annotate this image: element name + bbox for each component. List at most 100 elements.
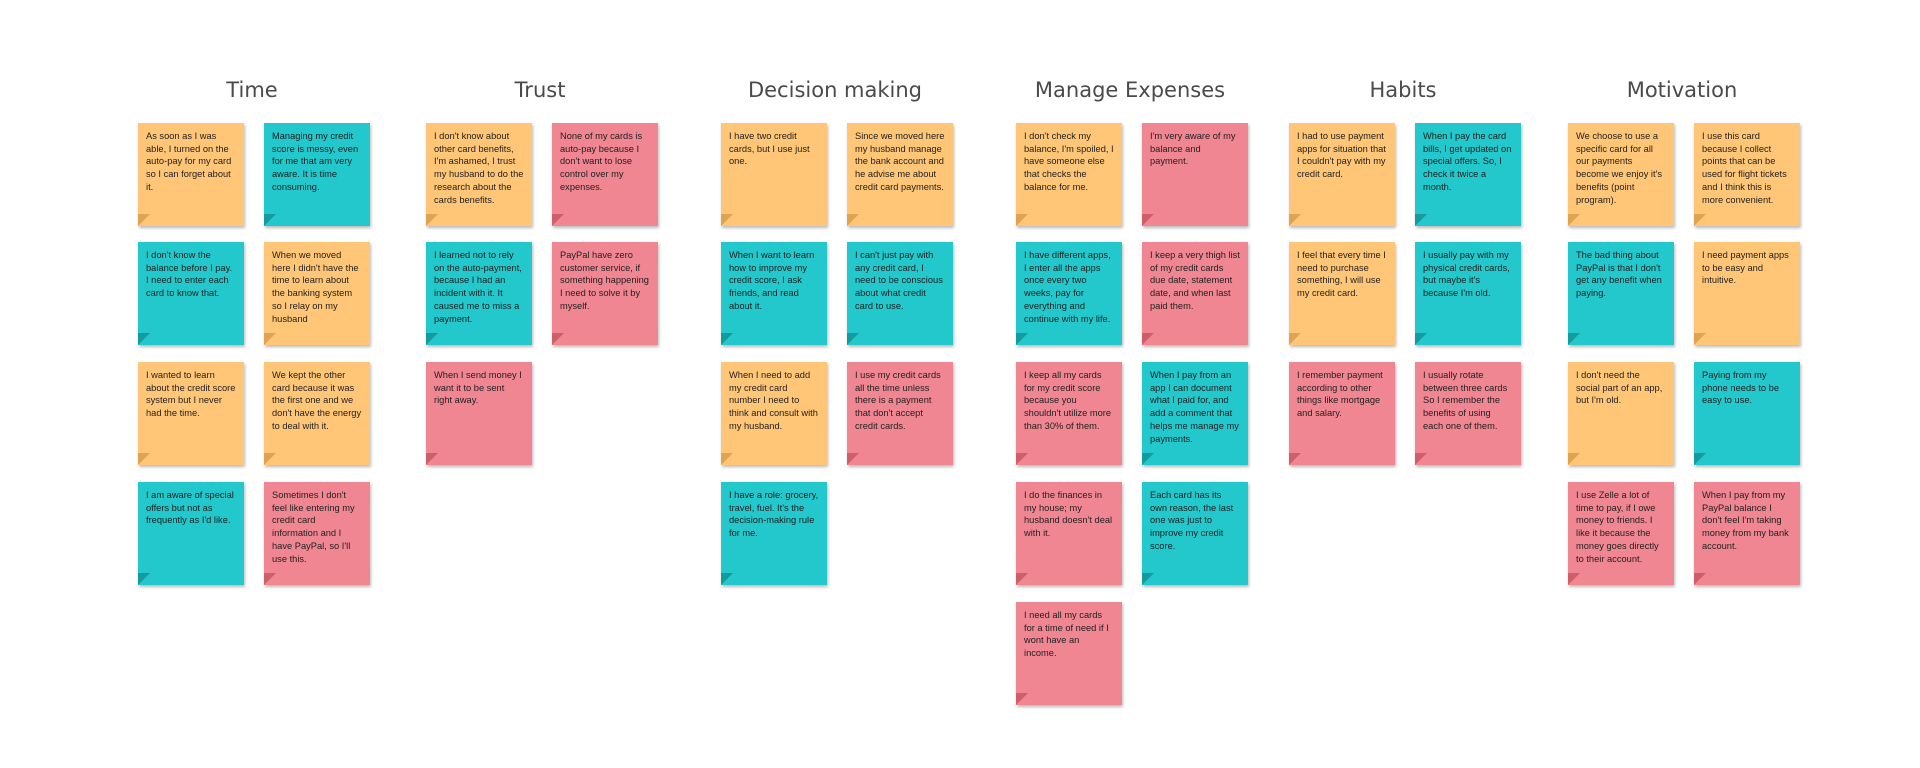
sticky-note[interactable]: I do the finances in my house; my husban… [1016,482,1122,585]
sticky-note-text: As soon as I was able, I turned on the a… [146,131,232,192]
sticky-note[interactable]: We kept the other card because it was th… [264,362,370,465]
sticky-note[interactable]: I usually pay with my physical credit ca… [1415,242,1521,345]
sticky-note-text: We kept the other card because it was th… [272,370,362,431]
page-curl-icon [552,214,564,226]
sticky-note-text: Each card has its own reason, the last o… [1150,490,1234,551]
page-curl-icon [138,214,150,226]
page-curl-icon [1568,333,1580,345]
page-curl-icon [426,333,438,345]
page-curl-icon [426,453,438,465]
page-curl-icon [1016,333,1028,345]
page-curl-icon [1694,333,1706,345]
sticky-note-text: I can't just pay with any credit card, I… [855,250,943,311]
sticky-note-text: Sometimes I don't feel like entering my … [272,490,355,564]
sticky-note[interactable]: I need payment apps to be easy and intui… [1694,242,1800,345]
page-curl-icon [264,214,276,226]
sticky-note[interactable]: When I pay the card bills, I get updated… [1415,123,1521,226]
sticky-note[interactable]: I wanted to learn about the credit score… [138,362,244,465]
sticky-note[interactable]: I have two credit cards, but I use just … [721,123,827,226]
sticky-note-text: I remember payment according to other th… [1297,370,1383,419]
sticky-note[interactable]: I don't check my balance, I'm spoiled, I… [1016,123,1122,226]
sticky-note-text: Paying from my phone needs to be easy to… [1702,370,1780,406]
cluster-title: Habits [1369,78,1437,102]
page-curl-icon [1289,333,1301,345]
sticky-note[interactable]: Managing my credit score is messy, even … [264,123,370,226]
page-curl-icon [1289,214,1301,226]
sticky-note-text: I need payment apps to be easy and intui… [1702,250,1789,286]
page-curl-icon [1568,453,1580,465]
sticky-note-text: I do the finances in my house; my husban… [1024,490,1113,539]
sticky-note[interactable]: I use Zelle a lot of time to pay, if I o… [1568,482,1674,585]
page-curl-icon [721,453,733,465]
sticky-note[interactable]: I learned not to rely on the auto-paymen… [426,242,532,345]
page-curl-icon [1289,453,1301,465]
sticky-note[interactable]: I don't know the balance before I pay. I… [138,242,244,345]
sticky-note-text: I don't know the balance before I pay. I… [146,250,233,299]
sticky-note-text: When I pay from my PayPal balance I don'… [1702,490,1789,551]
sticky-note[interactable]: I use this card because I collect points… [1694,123,1800,226]
page-curl-icon [721,573,733,585]
sticky-note[interactable]: The bad thing about PayPal is that I don… [1568,242,1674,345]
sticky-note[interactable]: I don't need the social part of an app, … [1568,362,1674,465]
sticky-note[interactable]: As soon as I was able, I turned on the a… [138,123,244,226]
sticky-note[interactable]: When I want to learn how to improve my c… [721,242,827,345]
sticky-note[interactable]: I'm very aware of my balance and payment… [1142,123,1248,226]
page-curl-icon [1142,333,1154,345]
sticky-note-text: When I want to learn how to improve my c… [729,250,815,311]
sticky-note[interactable]: When I pay from an app I can document wh… [1142,362,1248,465]
sticky-note[interactable]: When I send money I want it to be sent r… [426,362,532,465]
page-curl-icon [1694,573,1706,585]
page-curl-icon [138,453,150,465]
page-curl-icon [1142,573,1154,585]
page-curl-icon [1016,573,1028,585]
page-curl-icon [264,573,276,585]
sticky-note[interactable]: We choose to use a specific card for all… [1568,123,1674,226]
sticky-note-text: I have a role: grocery, travel, fuel. It… [729,490,819,539]
sticky-note-text: Managing my credit score is messy, even … [272,131,359,192]
sticky-note[interactable]: Each card has its own reason, the last o… [1142,482,1248,585]
sticky-note[interactable]: Sometimes I don't feel like entering my … [264,482,370,585]
sticky-note[interactable]: I had to use payment apps for situation … [1289,123,1395,226]
sticky-note[interactable]: When we moved here I didn't have the tim… [264,242,370,345]
sticky-note[interactable]: When I need to add my credit card number… [721,362,827,465]
sticky-note[interactable]: I usually rotate between three cards So … [1415,362,1521,465]
page-curl-icon [1142,453,1154,465]
page-curl-icon [847,453,859,465]
sticky-note-text: I'm very aware of my balance and payment… [1150,131,1236,167]
page-curl-icon [721,214,733,226]
sticky-note[interactable]: I have a role: grocery, travel, fuel. It… [721,482,827,585]
page-curl-icon [264,333,276,345]
sticky-note-text: I wanted to learn about the credit score… [146,370,236,419]
page-curl-icon [552,333,564,345]
sticky-note-text: I am aware of special offers but not as … [146,490,234,526]
page-curl-icon [264,453,276,465]
page-curl-icon [1568,214,1580,226]
sticky-note[interactable]: I remember payment according to other th… [1289,362,1395,465]
sticky-note[interactable]: I keep a very thigh list of my credit ca… [1142,242,1248,345]
sticky-note-text: I learned not to rely on the auto-paymen… [434,250,522,324]
sticky-note[interactable]: None of my cards is auto-pay because I d… [552,123,658,226]
sticky-note[interactable]: I need all my cards for a time of need i… [1016,602,1122,705]
sticky-note[interactable]: I feel that every time I need to purchas… [1289,242,1395,345]
sticky-note[interactable]: I use my credit cards all the time unles… [847,362,953,465]
sticky-note[interactable]: PayPal have zero customer service, if so… [552,242,658,345]
sticky-note[interactable]: I can't just pay with any credit card, I… [847,242,953,345]
sticky-note[interactable]: I keep all my cards for my credit score … [1016,362,1122,465]
sticky-note[interactable]: I have different apps, I enter all the a… [1016,242,1122,345]
page-curl-icon [1415,333,1427,345]
page-curl-icon [1568,573,1580,585]
page-curl-icon [721,333,733,345]
page-curl-icon [426,214,438,226]
page-curl-icon [138,573,150,585]
cluster-title: Motivation [1626,78,1738,102]
sticky-note-text: The bad thing about PayPal is that I don… [1576,250,1662,299]
page-curl-icon [1415,453,1427,465]
sticky-note[interactable]: I am aware of special offers but not as … [138,482,244,585]
sticky-note[interactable]: Paying from my phone needs to be easy to… [1694,362,1800,465]
sticky-note[interactable]: I don't know about other card benefits, … [426,123,532,226]
sticky-note-text: I need all my cards for a time of need i… [1024,610,1109,659]
page-curl-icon [1694,214,1706,226]
sticky-note[interactable]: When I pay from my PayPal balance I don'… [1694,482,1800,585]
sticky-note[interactable]: Since we moved here my husband manage th… [847,123,953,226]
